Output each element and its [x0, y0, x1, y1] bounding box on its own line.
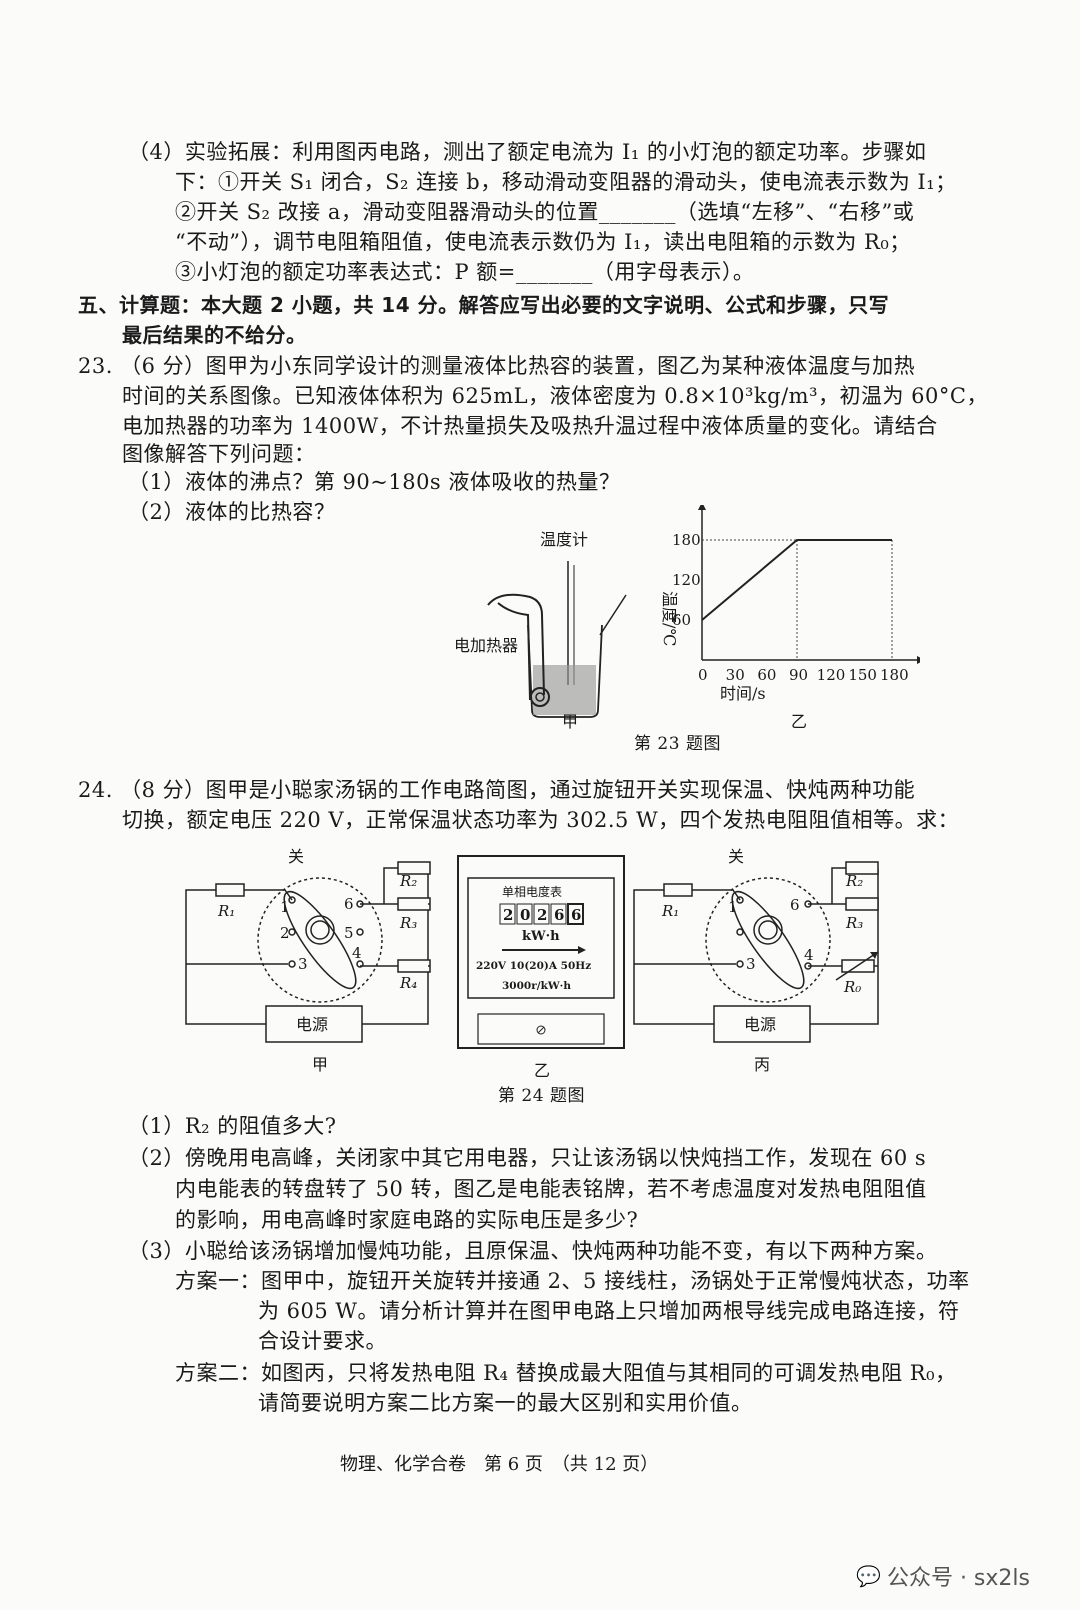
fig24-jia-label: 甲 — [312, 1055, 328, 1074]
watermark-text: 公众号 · sx2ls — [886, 1566, 1030, 1591]
fig24-bing-t4: 4 — [804, 946, 814, 964]
q22-line-3: ②开关 S₂ 改接 a，滑动变阻器滑动头的位置_______（选填“左移”、“右… — [175, 200, 915, 224]
q23-line-4: 图像解答下列问题： — [122, 442, 316, 466]
meter-spec-2: 3000r/kW·h — [502, 980, 571, 992]
figure-23-jia-label: 甲 — [562, 712, 578, 731]
q23-line-2: 时间的关系图像。已知液体体积为 625mL，液体密度为 0.8×10³kg/m³… — [122, 384, 988, 408]
q24-sub-3e: 方案二：如图丙，只将发热电阻 R₄ 替换成最大阻值与其相同的可调发热电阻 R₀， — [175, 1361, 957, 1385]
chart-x-tick: 0 — [698, 666, 708, 684]
q24-line-2: 切换，额定电压 220 V，正常保温状态功率为 302.5 W，四个发热电阻阻值… — [122, 808, 960, 832]
page-footer: 物理、化学合卷 第 6 页 （共 12 页） — [340, 1454, 659, 1475]
fig24-bing-r1: R₁ — [661, 902, 679, 920]
fig24-bing-t3: 3 — [746, 955, 756, 973]
chart-x-tick: 120 — [817, 666, 846, 684]
chart-x-tick: 90 — [789, 666, 808, 684]
figure-23-caption: 第 23 题图 — [634, 734, 721, 754]
fig24-jia-r4: R₄ — [399, 974, 417, 992]
meter-unit: kW·h — [522, 929, 560, 944]
q23-sub-1: （1）液体的沸点？第 90~180s 液体吸收的热量？ — [128, 470, 621, 494]
chart-y-tick: 60 — [672, 611, 691, 629]
chart-x-tick: 150 — [848, 666, 877, 684]
fig24-bing-t1: 1 — [728, 898, 738, 916]
q23-sub-2: （2）液体的比热容？ — [128, 500, 336, 524]
chart-x-tick: 60 — [757, 666, 776, 684]
wechat-icon: 💬 — [856, 1564, 881, 1588]
q22-line-1: （4）实验拓展：利用图丙电路，测出了额定电流为 I₁ 的小灯泡的额定功率。步骤如 — [128, 140, 927, 164]
chart-y-arrow — [698, 505, 706, 510]
fig24-bing-power: 电源 — [744, 1015, 776, 1034]
fig24-bing-t6: 6 — [790, 896, 800, 914]
fig24-jia-t1: 1 — [280, 898, 290, 916]
meter-digit: 6 — [554, 906, 564, 924]
meter-digit-box — [499, 903, 516, 925]
chart-xlabel: 时间/s — [720, 684, 766, 703]
fig24-bing-r0: R₀ — [843, 978, 861, 996]
fig24-jia-t5: 5 — [344, 924, 354, 942]
q24-sub-3a: （3）小聪给该汤锅增加慢炖功能，且原保温、快炖两种功能不变，有以下两种方案。 — [128, 1239, 938, 1263]
heater-label: 电加热器 — [454, 636, 518, 655]
meter-digit: 6 — [571, 906, 581, 924]
fig24-yi-label: 乙 — [534, 1061, 550, 1080]
section5-heading-2: 最后结果的不给分。 — [122, 323, 307, 347]
q24-sub-2b: 内电能表的转盘转了 50 转，图乙是电能表铭牌，若不考虑温度对发热电阻阻值 — [175, 1177, 927, 1201]
meter-digit: 2 — [503, 906, 513, 924]
q24-sub-3c: 为 605 W。请分析计算并在图甲电路上只增加两根导线完成电路连接，符 — [258, 1299, 960, 1323]
q24-sub-3d: 合设计要求。 — [258, 1329, 387, 1353]
figure-24-circuit-bing: 关 R₁ R₂ R₃ R₀ 1 3 4 6 电源 丙 — [633, 848, 879, 1074]
figure-24-caption: 第 24 题图 — [498, 1086, 585, 1106]
q23-line-1: 23. （6 分）图甲为小东同学设计的测量液体比热容的装置，图乙为某种液体温度与… — [78, 354, 916, 378]
q24-sub-2c: 的影响，用电高峰时家庭电路的实际电压是多少? — [175, 1208, 639, 1232]
fig24-jia-power: 电源 — [296, 1015, 328, 1034]
fig24-jia-off-label: 关 — [288, 848, 304, 866]
meter-spec-1: 220V 10(20)A 50Hz — [476, 960, 591, 972]
thermometer-label: 温度计 — [540, 530, 588, 549]
fig24-jia-r3: R₃ — [399, 914, 417, 932]
q22-line-4: “不动”），调节电阻箱阻值，使电流表示数仍为 I₁，读出电阻箱的示数为 R₀； — [175, 230, 911, 254]
meter-digit: 0 — [520, 906, 530, 924]
q22-line-5: ③小灯泡的额定功率表达式：P 额=_______（用字母表示）。 — [175, 260, 755, 284]
chart-series-line — [701, 539, 892, 621]
fig24-jia-t3: 3 — [298, 955, 308, 973]
chart-y-tick: 180 — [672, 531, 701, 549]
watermark: 💬 公众号 · sx2ls — [856, 1560, 1030, 1592]
fig24-bing-r2: R₂ — [845, 872, 863, 890]
q24-sub-1: （1）R₂ 的阻值多大? — [128, 1114, 337, 1138]
fig24-bing-r3: R₃ — [845, 914, 863, 932]
fig24-jia-r2: R₂ — [399, 872, 417, 890]
q24-sub-3b: 方案一：图甲中，旋钮开关旋转并接通 2、5 接线柱，汤锅处于正常慢炖状态，功率 — [175, 1269, 970, 1293]
fig24-jia-t2: 2 — [280, 924, 290, 942]
meter-digit-box — [533, 903, 550, 925]
q22-line-2: 下：①开关 S₁ 闭合，S₂ 连接 b，移动滑动变阻器的滑动头，使电流表示数为 … — [175, 170, 957, 194]
chart-ylabel: 温度/℃ — [660, 591, 679, 646]
q24-sub-3f: 请简要说明方案二比方案一的最大区别和实用价值。 — [258, 1391, 753, 1415]
figure-23-yi-label: 乙 — [791, 712, 807, 731]
section5-heading-1: 五、计算题：本大题 2 小题，共 14 分。解答应写出必要的文字说明、公式和步骤… — [78, 293, 890, 317]
fig24-jia-r1: R₁ — [217, 902, 235, 920]
q23-line-3: 电加热器的功率为 1400W，不计热量损失及吸热升温过程中液体质量的变化。请结合 — [122, 414, 938, 438]
meter-digit: 2 — [537, 906, 547, 924]
meter-digit-box — [567, 903, 584, 925]
chart-x-tick: 30 — [726, 666, 745, 684]
fig24-jia-t6: 6 — [344, 895, 354, 913]
fig24-bing-off-label: 关 — [728, 848, 744, 866]
chart-x-tick: 180 — [880, 666, 909, 684]
q24-line-1: 24. （8 分）图甲是小聪家汤锅的工作电路简图，通过旋钮开关实现保温、快炖两种… — [78, 778, 916, 802]
meter-digit-box — [516, 903, 533, 925]
fig24-jia-t4: 4 — [352, 944, 362, 962]
figure-24-circuit-jia: 关 R₁ R₂ R₃ R₄ 1 2 3 4 5 6 电源 甲 — [185, 848, 431, 1074]
chart-x-arrow — [917, 656, 920, 664]
meter-digit-box — [550, 903, 567, 925]
fig24-bing-label: 丙 — [754, 1055, 770, 1074]
figure-23-apparatus: 温度计 电加热器 甲 — [454, 530, 627, 731]
meter-title: 单相电度表 — [502, 884, 562, 899]
chart-y-tick: 120 — [672, 571, 701, 589]
q24-sub-2a: （2）傍晚用电高峰，关闭家中其它用电器，只让该汤锅以快炖挡工作，发现在 60 s — [128, 1146, 927, 1170]
